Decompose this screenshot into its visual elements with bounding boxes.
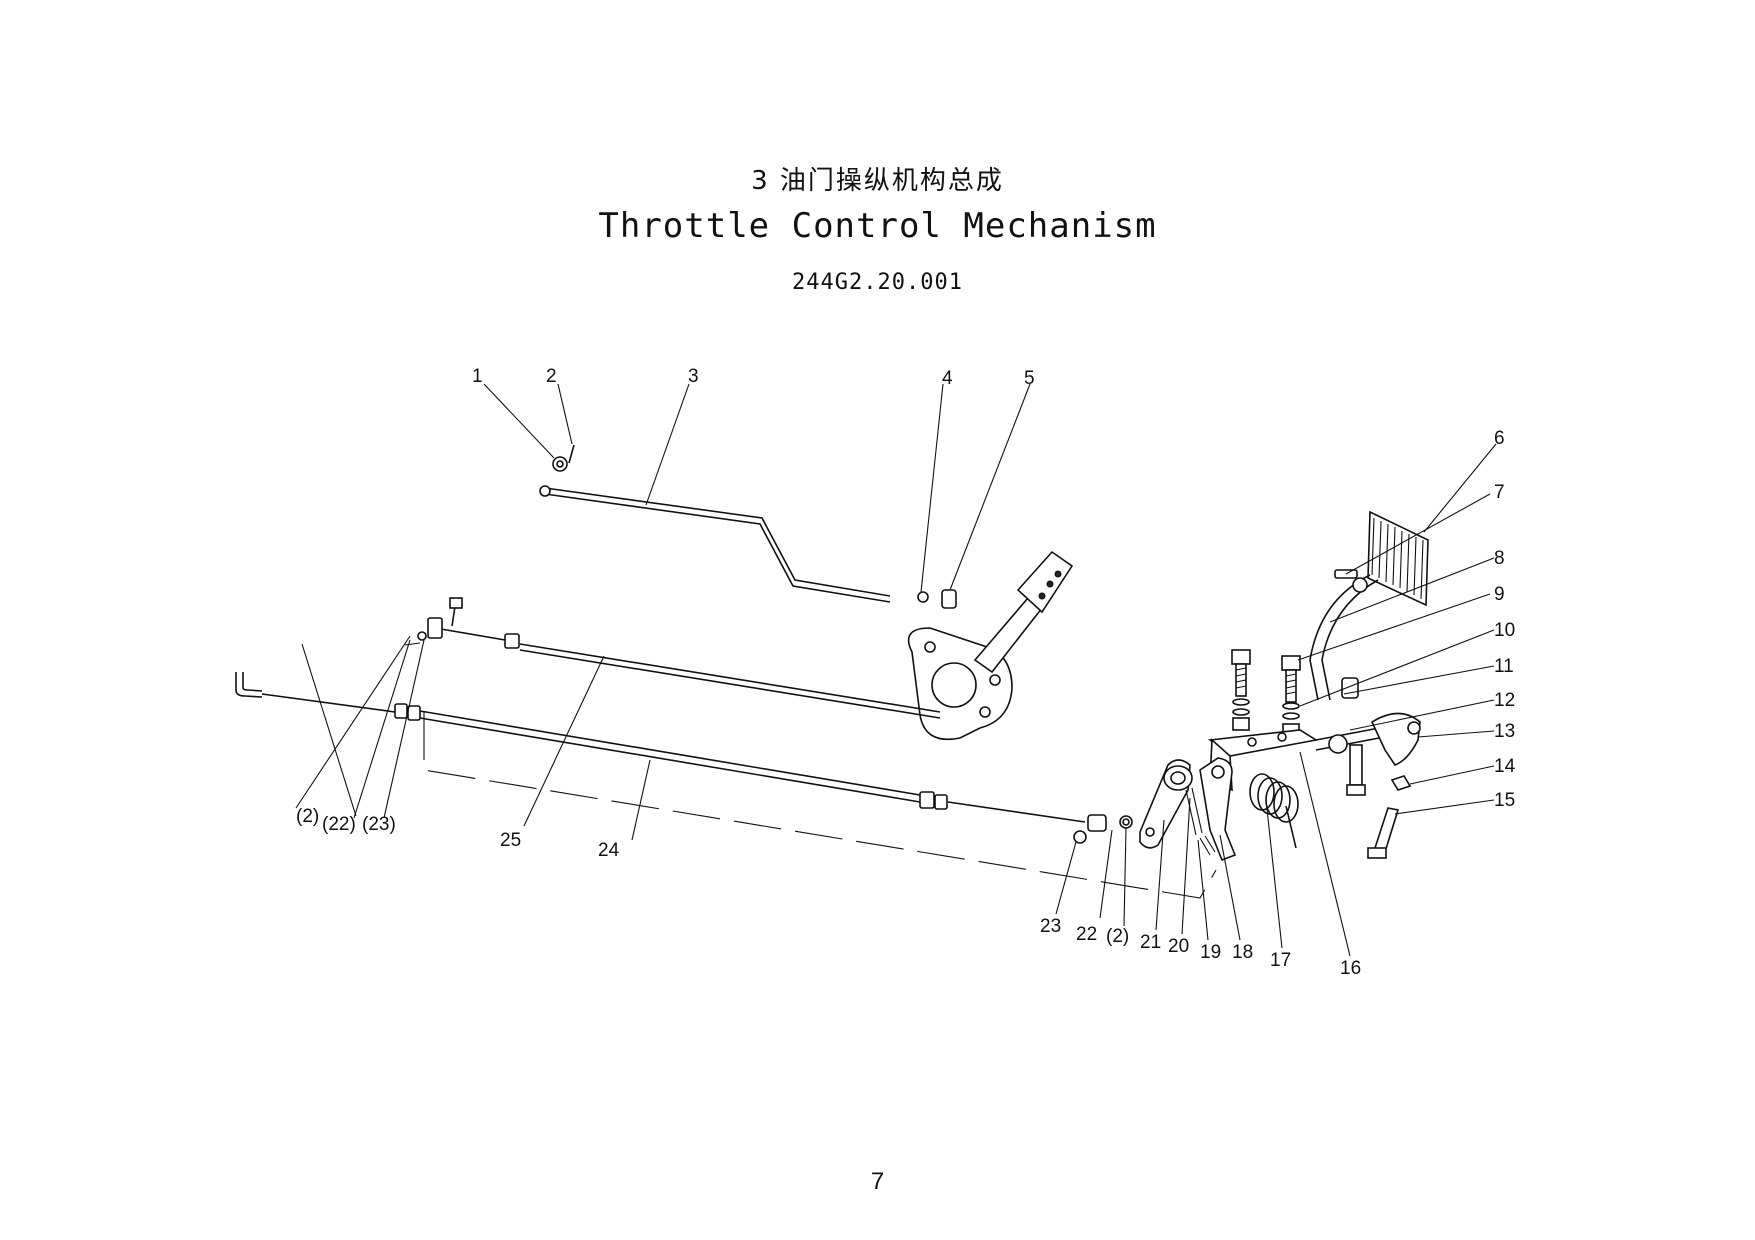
callout-6: 6	[1494, 428, 1505, 449]
callout-3: 3	[688, 366, 699, 387]
callout-12: 12	[1494, 690, 1515, 711]
callout-25: 25	[500, 830, 521, 851]
callout-5: 5	[1024, 368, 1035, 389]
callout-24: 24	[598, 840, 620, 861]
part-cable-lower	[235, 672, 1133, 844]
part-arm-and-lever	[1139, 757, 1237, 862]
callout-23-ref-left: (23)	[362, 814, 396, 835]
part-cable-upper	[404, 597, 941, 719]
callout-labels: 1 2 3 4 5 6 7 8 9 10 11 12 13 14 15 16 1…	[296, 366, 1516, 979]
callout-17: 17	[1270, 950, 1291, 971]
part-pedal-bracket	[1207, 712, 1421, 859]
part-throttle-rod	[539, 444, 957, 609]
callout-1: 1	[472, 366, 483, 387]
callout-15: 15	[1494, 790, 1515, 811]
callout-9: 9	[1494, 584, 1505, 605]
assembly-dashed-line	[423, 712, 1217, 899]
assembly-part-number: 244G2.20.001	[792, 270, 963, 295]
part-bolts-washers	[1231, 649, 1359, 737]
callout-20: 20	[1168, 936, 1189, 957]
callout-2-ref-right: (2)	[1106, 926, 1129, 947]
part-return-spring	[1249, 773, 1299, 849]
callout-10: 10	[1494, 620, 1515, 641]
callout-23: 23	[1040, 916, 1061, 937]
part-throttle-pedal	[1309, 510, 1429, 701]
callout-22-ref-left: (22)	[322, 814, 356, 835]
callout-11: 11	[1494, 656, 1514, 677]
callout-19: 19	[1200, 942, 1221, 963]
callout-22: 22	[1076, 924, 1097, 945]
callout-2: 2	[546, 366, 557, 387]
leader-lines	[295, 383, 1497, 957]
page-number: 7	[870, 1168, 885, 1195]
callout-7: 7	[1494, 482, 1505, 503]
callout-4: 4	[942, 368, 953, 389]
callout-18: 18	[1232, 942, 1253, 963]
callout-2-ref-left: (2)	[296, 806, 319, 827]
callout-16: 16	[1340, 958, 1361, 979]
callout-21: 21	[1140, 932, 1161, 953]
callout-8: 8	[1494, 548, 1505, 569]
title-english: Throttle Control Mechanism	[598, 206, 1157, 246]
callout-14: 14	[1494, 756, 1516, 777]
title-chinese: 3 油门操纵机构总成	[751, 166, 1004, 196]
callout-13: 13	[1494, 721, 1515, 742]
